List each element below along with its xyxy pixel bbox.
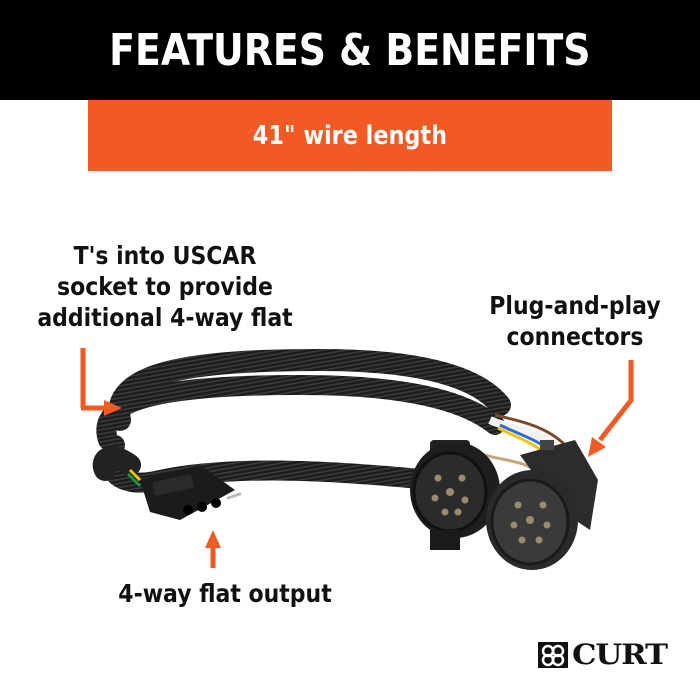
four-way-flat-connector <box>140 465 242 520</box>
callout-uscar-socket: T's into USCAR socket to provide additio… <box>15 240 315 333</box>
curt-logo-icon <box>538 641 568 668</box>
arrow-flat-output <box>205 530 221 568</box>
callout-line: 4-way flat output <box>118 579 332 608</box>
callout-flat-output: 4-way flat output <box>85 578 365 609</box>
seven-way-connector-right <box>486 440 598 570</box>
brand-logo: CURT <box>538 638 668 671</box>
feature-banner-text: 41" wire length <box>252 120 448 151</box>
seven-way-connector-left <box>410 440 500 550</box>
callout-plug-and-play: Plug-and-play connectors <box>455 290 695 352</box>
header-bar: FEATURES & BENEFITS <box>0 0 700 100</box>
page-title: FEATURES & BENEFITS <box>109 24 591 76</box>
brand-name: CURT <box>572 638 668 671</box>
callout-line: socket to provide <box>57 272 273 301</box>
callout-line: Plug-and-play <box>489 291 661 320</box>
arrow-plug <box>588 360 634 457</box>
callout-line: additional 4-way flat <box>37 303 293 332</box>
feature-banner: 41" wire length <box>88 100 612 171</box>
callout-line: T's into USCAR <box>73 241 257 270</box>
callout-line: connectors <box>506 322 644 351</box>
arrow-uscar <box>80 348 122 416</box>
